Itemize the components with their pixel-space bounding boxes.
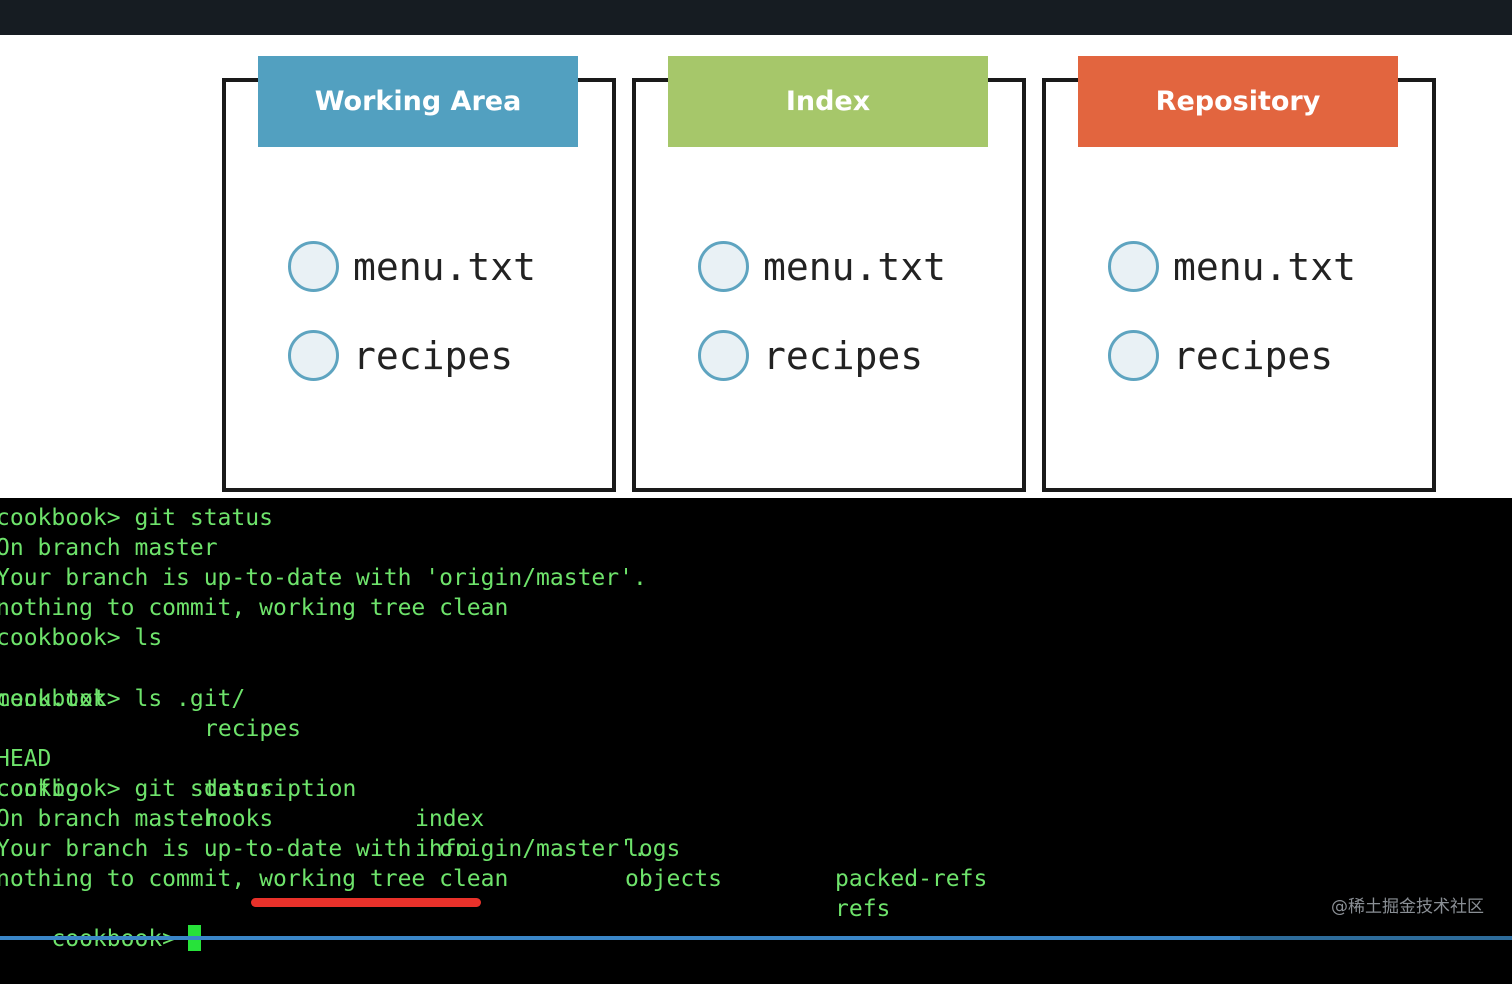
terminal-prompt-line[interactable]: cookbook> <box>0 894 202 952</box>
file-item: recipes <box>698 330 923 381</box>
file-name: recipes <box>763 333 924 378</box>
file-name: recipes <box>1173 333 1334 378</box>
file-status-icon <box>288 330 339 381</box>
file-name: recipes <box>353 333 514 378</box>
working-area-panel: Working Area menu.txt recipes <box>222 56 616 492</box>
index-header: Index <box>668 56 988 147</box>
terminal-line: HEAD description index logs packed-refs <box>0 714 987 892</box>
terminal-line: cookbook> git status <box>0 505 273 531</box>
terminal-line: Your branch is up-to-date with 'origin/m… <box>0 836 647 862</box>
ls-entry: packed-refs <box>835 866 988 892</box>
file-item: menu.txt <box>288 241 536 292</box>
terminal[interactable]: cookbook> git status On branch master Yo… <box>0 498 1512 952</box>
top-bar <box>0 0 1512 35</box>
ls-entry: info <box>415 836 471 862</box>
file-name: menu.txt <box>763 244 947 289</box>
working-area-header: Working Area <box>258 56 578 147</box>
file-status-icon <box>1108 241 1159 292</box>
ls-entry: logs <box>625 836 681 862</box>
terminal-line: Your branch is up-to-date with 'origin/m… <box>0 565 647 591</box>
file-name: menu.txt <box>353 244 537 289</box>
terminal-line: On branch master <box>0 535 218 561</box>
repository-header: Repository <box>1078 56 1398 147</box>
index-panel: Index menu.txt recipes <box>632 56 1026 492</box>
ls-entry: recipes <box>204 716 301 742</box>
ls-entry: objects <box>625 866 722 892</box>
terminal-line: On branch master <box>0 806 218 832</box>
ls-entry: HEAD <box>0 746 52 772</box>
file-item: menu.txt <box>1108 241 1356 292</box>
repository-panel: Repository menu.txt recipes <box>1042 56 1436 492</box>
file-name: menu.txt <box>1173 244 1357 289</box>
terminal-line: cookbook> git status <box>0 776 273 802</box>
ls-entry: refs <box>835 896 891 922</box>
file-status-icon <box>698 241 749 292</box>
terminal-line: menu.txt recipes <box>0 654 301 742</box>
file-status-icon <box>288 241 339 292</box>
ls-entry: description <box>204 776 357 802</box>
diagram-slide: Working Area menu.txt recipes Index menu… <box>0 35 1512 498</box>
watermark: @稀土掘金技术社区 <box>1331 897 1484 917</box>
terminal-line: cookbook> ls <box>0 625 163 651</box>
file-item: recipes <box>288 330 513 381</box>
file-item: menu.txt <box>698 241 946 292</box>
ls-entry: menu.txt <box>0 686 107 712</box>
file-status-icon <box>698 330 749 381</box>
terminal-line: nothing to commit, working tree clean <box>0 595 509 621</box>
highlight-underline <box>251 898 481 907</box>
video-progress-bar[interactable] <box>0 936 1512 940</box>
ls-entry: hooks <box>204 806 274 832</box>
terminal-line: config hooks info objects refs <box>0 744 890 922</box>
terminal-line: nothing to commit, working tree clean <box>0 866 509 892</box>
video-progress-fill <box>0 936 1240 940</box>
file-status-icon <box>1108 330 1159 381</box>
ls-entry: index <box>415 806 485 832</box>
ls-entry: config <box>0 776 80 802</box>
terminal-line: cookbook> ls .git/ <box>0 686 246 712</box>
file-item: recipes <box>1108 330 1333 381</box>
